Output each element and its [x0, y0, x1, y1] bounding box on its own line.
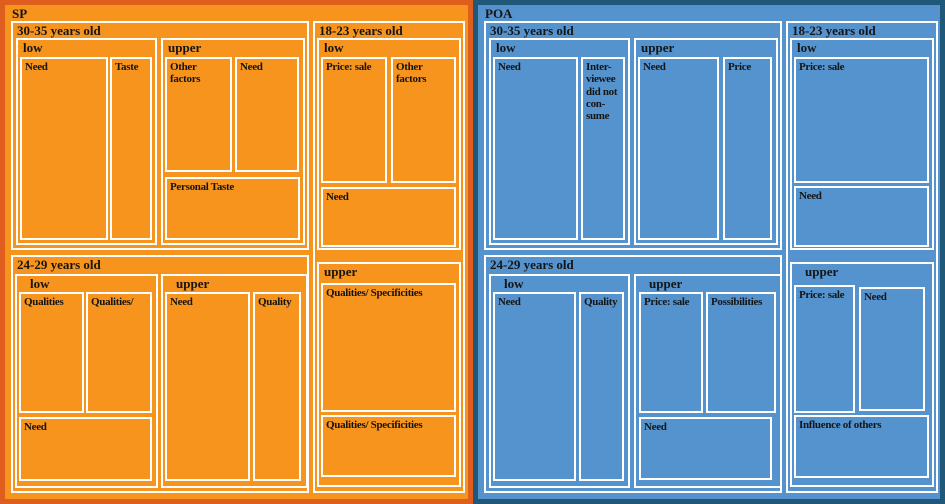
section-low: low Price: sale Need: [790, 38, 934, 250]
section-label: upper: [641, 40, 675, 55]
age-group-30-35: 30-35 years old low Need Inter- viewee d…: [484, 21, 782, 250]
code-cell: Inter- viewee did not con- sume: [581, 57, 625, 240]
code-cell: Need: [493, 292, 576, 481]
section-label: upper: [168, 40, 202, 55]
section-upper: upper Other factors Need Personal Taste: [161, 38, 305, 245]
code-cell: Need: [19, 417, 152, 481]
section-label: upper: [649, 276, 683, 291]
panel-sp: SP 30-35 years old low Need Taste upper …: [0, 0, 473, 504]
code-cell: Need: [165, 292, 250, 481]
code-cell: Need: [859, 287, 925, 411]
code-cell: Quality: [579, 292, 624, 481]
section-label: low: [797, 40, 817, 55]
code-cell: Price: sale: [639, 292, 703, 413]
section-low: low Need Inter- viewee did not con- sume: [489, 38, 630, 245]
section-label: upper: [176, 276, 210, 291]
age-group-18-23: 18-23 years old low Price: sale Need upp…: [786, 21, 938, 493]
code-cell: Need: [639, 417, 772, 480]
section-label: upper: [805, 264, 839, 279]
section-low: low Need Taste: [16, 38, 157, 245]
code-cell: Taste: [110, 57, 152, 240]
age-group-30-35: 30-35 years old low Need Taste upper Oth…: [11, 21, 309, 250]
section-label: low: [23, 40, 43, 55]
code-cell: Possibilities: [706, 292, 776, 413]
section-upper: upper Price: sale Possibilities Need: [634, 274, 782, 488]
section-label: upper: [324, 264, 358, 279]
panel-title: SP: [12, 6, 28, 21]
section-label: low: [504, 276, 524, 291]
code-cell: Personal Taste: [165, 177, 300, 240]
age-group-label: 18-23 years old: [319, 23, 403, 38]
code-cell: Price: [723, 57, 772, 240]
code-cell: Qualities/ Specificities: [321, 283, 456, 412]
panel-title: POA: [485, 6, 513, 21]
age-group-label: 18-23 years old: [792, 23, 876, 38]
code-cell: Need: [235, 57, 299, 172]
section-upper: upper Need Price: [634, 38, 778, 245]
age-group-18-23: 18-23 years old low Price: sale Other fa…: [313, 21, 465, 493]
code-cell: Other factors: [391, 57, 456, 183]
panel-poa: POA 30-35 years old low Need Inter- view…: [473, 0, 945, 504]
code-cell: Qualities/: [86, 292, 152, 413]
age-group-24-29: 24-29 years old low Need Quality upper P…: [484, 255, 782, 493]
code-cell: Influence of others: [794, 415, 929, 478]
section-label: low: [324, 40, 344, 55]
code-cell: Other factors: [165, 57, 232, 172]
section-low: low Need Quality: [489, 274, 630, 488]
section-low: low Qualities Qualities/ Need: [15, 274, 158, 488]
section-label: low: [30, 276, 50, 291]
code-cell: Qualities/ Specificities: [321, 415, 456, 477]
code-cell: Need: [321, 187, 456, 247]
age-group-24-29: 24-29 years old low Qualities Qualities/…: [11, 255, 309, 493]
code-cell: Need: [638, 57, 719, 240]
code-cell: Quality: [253, 292, 301, 481]
age-group-label: 24-29 years old: [17, 257, 101, 272]
code-cell: Qualities: [19, 292, 84, 413]
section-upper: upper Need Quality: [161, 274, 308, 488]
age-group-label: 30-35 years old: [490, 23, 574, 38]
code-cell: Price: sale: [794, 57, 929, 183]
section-label: low: [496, 40, 516, 55]
age-group-label: 30-35 years old: [17, 23, 101, 38]
age-group-label: 24-29 years old: [490, 257, 574, 272]
section-upper: upper Price: sale Need Influence of othe…: [790, 262, 934, 487]
code-cell: Need: [794, 186, 929, 247]
section-upper: upper Qualities/ Specificities Qualities…: [317, 262, 461, 487]
section-low: low Price: sale Other factors Need: [317, 38, 461, 250]
code-cell: Price: sale: [794, 285, 855, 413]
code-cell: Need: [493, 57, 578, 240]
code-cell: Price: sale: [321, 57, 387, 183]
code-cell: Need: [20, 57, 108, 240]
